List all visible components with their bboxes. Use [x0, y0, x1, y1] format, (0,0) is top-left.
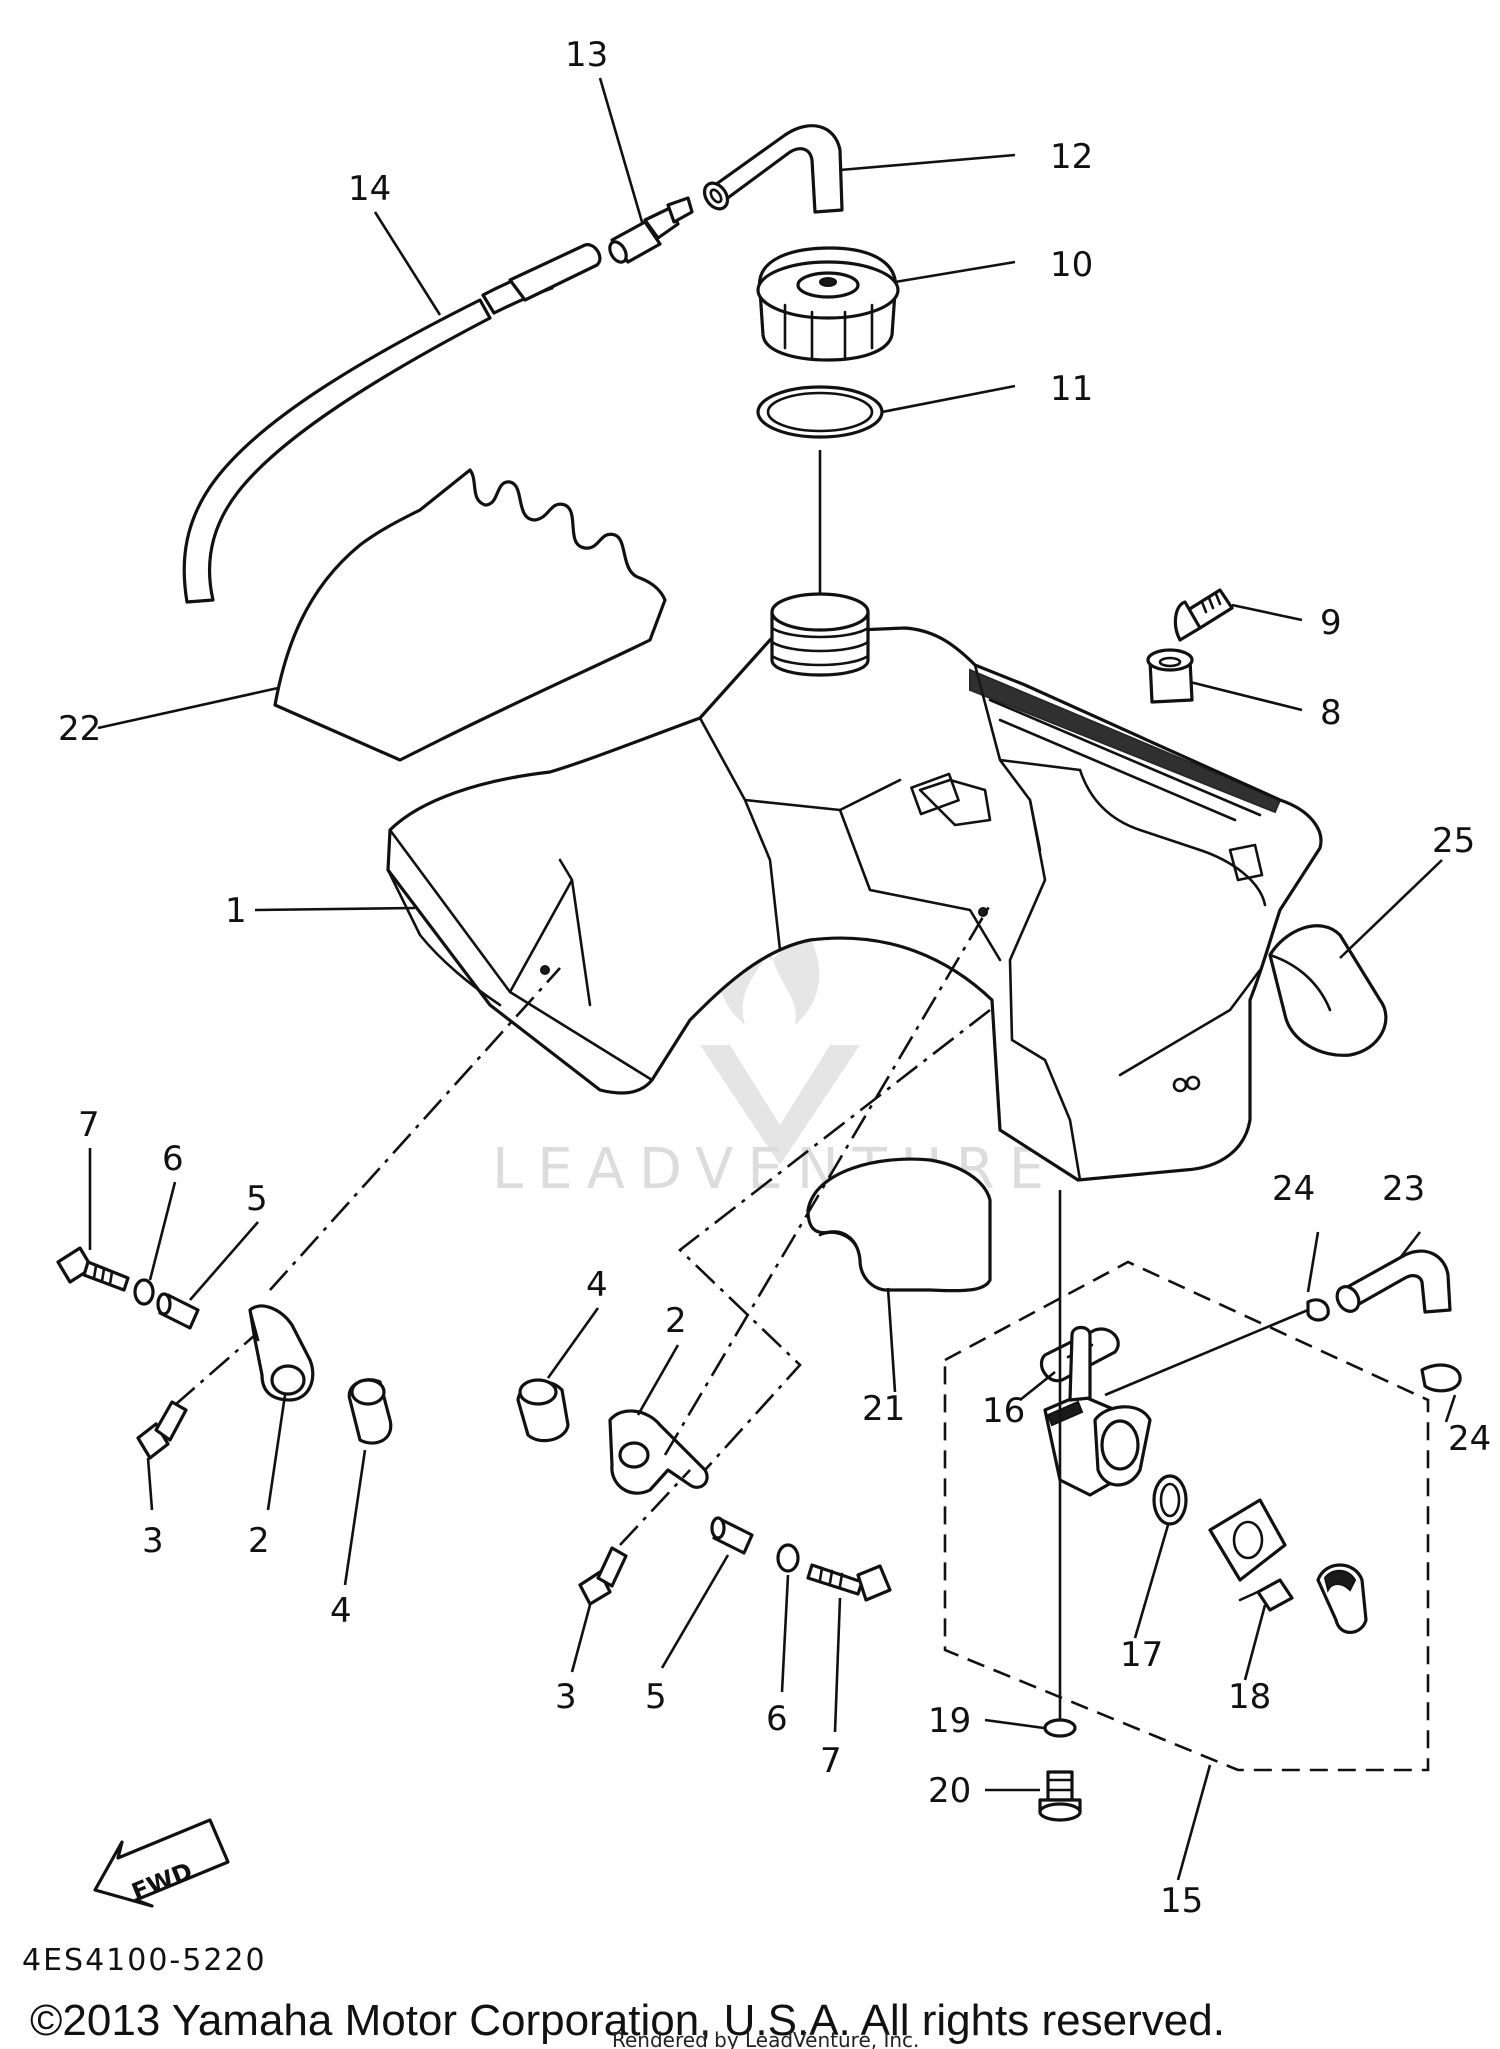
- callout-21: 21: [862, 1389, 905, 1429]
- part-2-bracket-right: [608, 1409, 709, 1495]
- part-9-screw: [1173, 588, 1234, 642]
- part-24-clip-lower: [1420, 1363, 1462, 1393]
- fuel-cock-lever: [1316, 1563, 1368, 1634]
- fwd-arrow-icon: FWD: [93, 1818, 230, 1908]
- part-6-washer-right: [776, 1543, 800, 1573]
- part-8-damper: [1146, 648, 1194, 704]
- callout-16: 16: [982, 1391, 1025, 1431]
- left-bolt-alignment-line: [174, 1334, 256, 1406]
- part-6-washer-left: [133, 1278, 155, 1306]
- callout-labels: 13 14 12 10 11 9 8 25 1 22 21 16 17 18 1…: [58, 35, 1491, 1921]
- callout-6-right: 6: [766, 1699, 788, 1739]
- part-17-o-ring: [1152, 1474, 1188, 1526]
- callout-3-right: 3: [555, 1677, 577, 1717]
- part-code: 4ES4100-5220: [22, 1943, 267, 1978]
- part-5-collar-left: [156, 1292, 200, 1330]
- callout-10: 10: [1050, 245, 1093, 285]
- callout-1: 1: [225, 891, 247, 931]
- callout-12: 12: [1050, 137, 1093, 177]
- callout-6-left: 6: [162, 1139, 184, 1179]
- part-4-collar-right: [516, 1378, 570, 1443]
- watermark-v-icon: [700, 1045, 860, 1165]
- part-22-protector-sheet: [273, 468, 667, 762]
- part-11-gasket: [756, 385, 884, 439]
- callout-2-right: 2: [665, 1301, 687, 1341]
- callout-25: 25: [1432, 821, 1475, 861]
- callout-22: 22: [58, 709, 101, 749]
- callout-4-left: 4: [330, 1591, 352, 1631]
- part-19-washer: [1043, 1718, 1077, 1738]
- part-7-bolt-left: [56, 1246, 130, 1292]
- callout-11: 11: [1050, 369, 1093, 409]
- callout-8: 8: [1320, 693, 1342, 733]
- callout-3-left: 3: [142, 1521, 164, 1561]
- callout-24-upper: 24: [1272, 1169, 1315, 1209]
- callout-13: 13: [565, 35, 608, 75]
- hose-alignment-line: [1104, 1308, 1309, 1397]
- part-1-fuel-tank: [386, 626, 1323, 1182]
- callout-7-left: 7: [78, 1105, 100, 1145]
- part-13-fitting: [608, 196, 694, 264]
- rendered-by-credit: Rendered by LeadVenture, Inc.: [612, 2028, 919, 2049]
- fuel-cock-plate: [1208, 1498, 1287, 1582]
- part-4-collar-left: [347, 1378, 393, 1445]
- right-bolt-alignment-line: [619, 1469, 691, 1546]
- left-alignment-line: [269, 967, 561, 1291]
- part-5-collar-right: [710, 1516, 754, 1555]
- callout-20: 20: [928, 1771, 971, 1811]
- callout-4-right: 4: [586, 1265, 608, 1305]
- part-18-screw: [1238, 1578, 1294, 1612]
- right-offset-line: [678, 1008, 991, 1471]
- callout-15: 15: [1160, 1881, 1203, 1921]
- part-10-fuel-cap: [756, 246, 900, 362]
- part-25-damper: [1268, 924, 1388, 1057]
- callout-19: 19: [928, 1701, 971, 1741]
- part-21-damper: [806, 1157, 992, 1293]
- part-3-bolt-left: [136, 1400, 188, 1460]
- part-2-bracket-left: [248, 1304, 315, 1402]
- callout-24-lower: 24: [1448, 1419, 1491, 1459]
- part-23-fuel-hose: [1335, 1249, 1452, 1314]
- copyright-notice: ©2013 Yamaha Motor Corporation, U.S.A. A…: [30, 1996, 1225, 2045]
- part-15-assembly-outline: [943, 1260, 1430, 1772]
- part-14-hose: [182, 243, 602, 604]
- part-7-bolt-right: [806, 1563, 892, 1602]
- filler-neck: [770, 592, 870, 677]
- callout-5-left: 5: [246, 1179, 268, 1219]
- callout-5-right: 5: [645, 1677, 667, 1717]
- callout-23: 23: [1382, 1169, 1425, 1209]
- callout-18: 18: [1228, 1677, 1271, 1717]
- part-24-clip-upper: [1306, 1298, 1330, 1322]
- leader-lines: [88, 77, 1457, 1881]
- callout-9: 9: [1320, 603, 1342, 643]
- part-12-elbow-hose: [702, 124, 844, 214]
- part-20-drain-bolt: [1038, 1770, 1082, 1822]
- callout-17: 17: [1120, 1635, 1163, 1675]
- part-3-bolt-right: [578, 1546, 628, 1606]
- fuel-cock-body: [1043, 1325, 1152, 1497]
- callout-2-left: 2: [248, 1521, 270, 1561]
- right-alignment-line: [663, 904, 992, 1456]
- callout-14: 14: [348, 169, 391, 209]
- callout-7-right: 7: [820, 1741, 842, 1781]
